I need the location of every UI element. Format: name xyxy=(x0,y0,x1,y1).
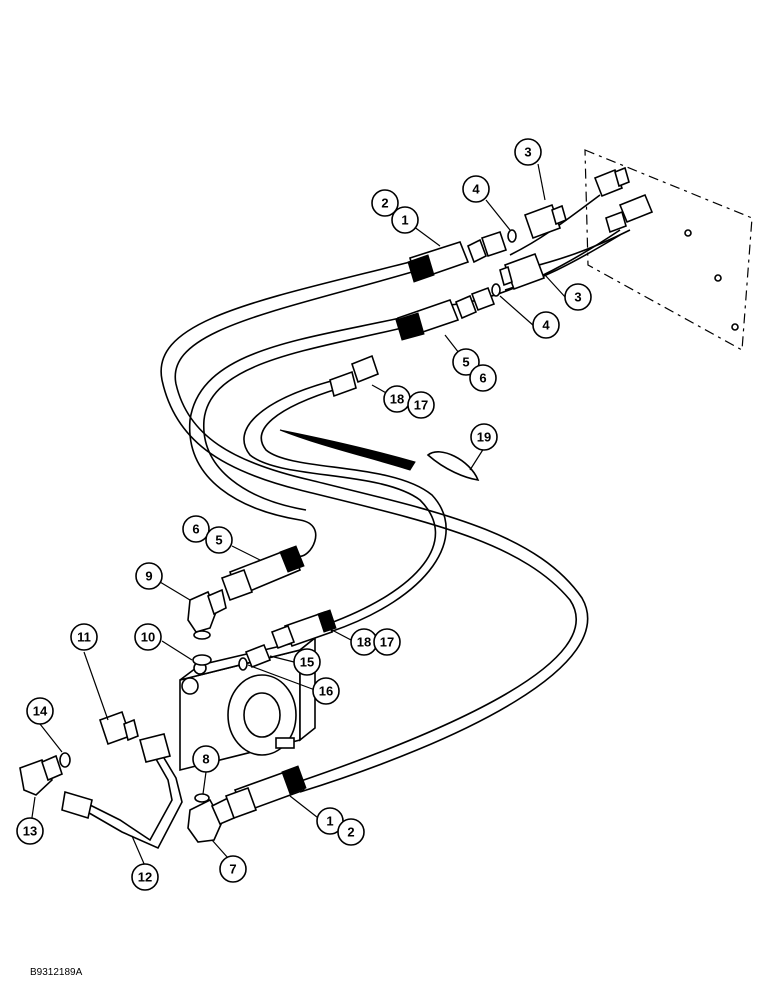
callout-2-lower: 2 xyxy=(337,818,365,846)
callout-13: 13 xyxy=(16,817,44,845)
figure-id: B9312189A xyxy=(30,967,83,978)
hoses xyxy=(160,194,631,793)
callout-3-lower: 3 xyxy=(564,283,592,311)
callout-3-upper: 3 xyxy=(514,138,542,166)
motor-assembly xyxy=(19,545,337,850)
svg-text:5: 5 xyxy=(462,355,469,370)
svg-text:9: 9 xyxy=(145,569,152,584)
callout-8: 8 xyxy=(192,745,220,773)
svg-text:18: 18 xyxy=(357,635,371,650)
top-fittings xyxy=(279,166,654,482)
svg-text:18: 18 xyxy=(390,392,404,407)
svg-text:6: 6 xyxy=(479,371,486,386)
svg-text:4: 4 xyxy=(542,318,550,333)
callout-18-upper: 18 xyxy=(383,385,411,413)
callout-10: 10 xyxy=(134,623,162,651)
callout-2-upper: 2 xyxy=(371,189,399,217)
svg-text:7: 7 xyxy=(229,862,236,877)
svg-text:1: 1 xyxy=(401,213,408,228)
callout-15: 15 xyxy=(293,648,321,676)
callout-4-upper: 4 xyxy=(462,175,490,203)
callout-16: 16 xyxy=(312,677,340,705)
callout-1-upper: 1 xyxy=(391,206,419,234)
callout-7: 7 xyxy=(219,855,247,883)
callout-11: 11 xyxy=(70,623,98,651)
leader-lines xyxy=(29,163,567,867)
callout-14: 14 xyxy=(26,697,54,725)
callout-6-lower: 6 xyxy=(182,515,210,543)
svg-text:3: 3 xyxy=(574,290,581,305)
svg-text:10: 10 xyxy=(141,630,155,645)
callout-19: 19 xyxy=(470,423,498,451)
callout-5-lower: 5 xyxy=(205,526,233,554)
callout-6-upper: 6 xyxy=(469,364,497,392)
callout-4-lower: 4 xyxy=(532,311,560,339)
svg-text:6: 6 xyxy=(192,522,199,537)
callout-17-lower: 17 xyxy=(373,628,401,656)
svg-text:14: 14 xyxy=(33,704,48,719)
svg-text:2: 2 xyxy=(381,196,388,211)
callout-17-upper: 17 xyxy=(407,391,435,419)
svg-text:1: 1 xyxy=(326,814,333,829)
svg-text:15: 15 xyxy=(300,655,314,670)
svg-text:3: 3 xyxy=(524,145,531,160)
svg-text:19: 19 xyxy=(477,430,491,445)
svg-text:12: 12 xyxy=(138,870,152,885)
svg-text:5: 5 xyxy=(215,533,222,548)
callout-5-upper: 5 xyxy=(452,348,480,376)
svg-text:11: 11 xyxy=(77,630,91,645)
callout-12: 12 xyxy=(131,863,159,891)
svg-text:8: 8 xyxy=(202,752,209,767)
svg-text:4: 4 xyxy=(472,182,480,197)
callout-18-lower: 18 xyxy=(350,628,378,656)
callout-9: 9 xyxy=(135,562,163,590)
svg-text:17: 17 xyxy=(414,398,428,413)
svg-text:17: 17 xyxy=(380,635,394,650)
svg-text:16: 16 xyxy=(319,684,333,699)
mounting-plate xyxy=(584,149,753,351)
svg-text:13: 13 xyxy=(23,824,37,839)
svg-text:2: 2 xyxy=(347,825,354,840)
